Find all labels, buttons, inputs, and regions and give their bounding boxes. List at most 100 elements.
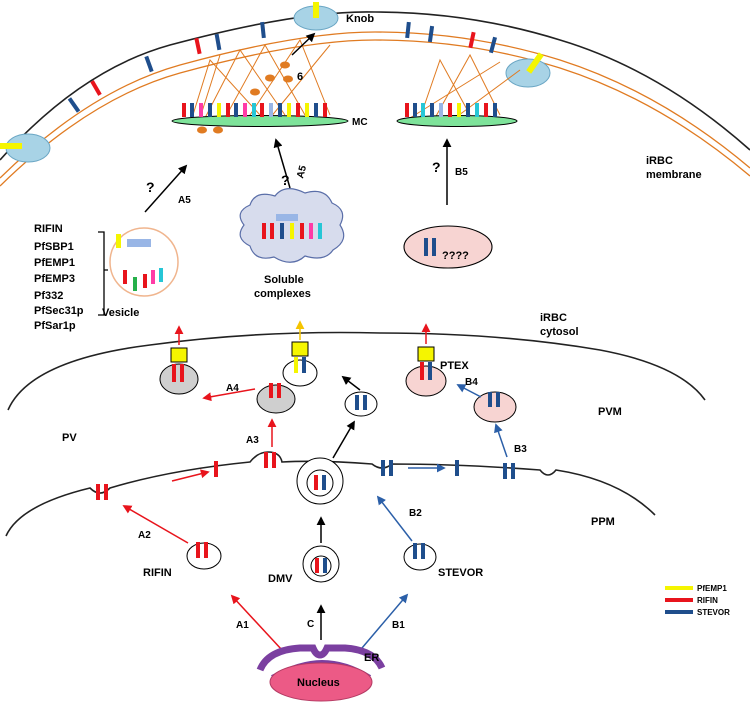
pvm-membrane [7,331,706,411]
er-label: ER [364,652,379,664]
legend-swatch-pfemp1 [665,586,693,590]
irbc-membrane-label-2: membrane [646,169,702,181]
knob-right [505,52,551,88]
soluble-label-2: complexes [254,288,311,300]
ppm-rifin [272,452,276,468]
dmv-label: DMV [268,573,293,585]
pv-label: PV [62,432,77,444]
protein-list-item: RIFIN [34,223,63,235]
irbc-cytosol-label-1: iRBC [540,312,567,324]
cytoskeleton-line-2 [0,39,750,187]
ppm-stevor [455,460,459,476]
ppm-rifin [214,461,218,477]
arrow-b4 [456,384,482,398]
arrow-to-center-ptex [341,375,361,391]
arrow-a4 [202,388,256,402]
ptex-label: PTEX [440,360,469,372]
arrow-ppm-to-pv [332,420,355,459]
protein-list: RIFIN PfSBP1 PfEMP1 PfEMP3 Pf332 PfSec31… [34,223,108,332]
ptex-complex-center [282,341,318,387]
pfemp1-transit-dot [283,75,293,83]
knob-top [293,2,339,31]
ppm-stevor [511,463,515,479]
mc-label: MC [352,117,368,128]
legend-label-rifin: RIFIN [697,596,718,605]
unknown-complex [403,225,493,269]
ppm-stevor [503,463,507,479]
cytoskeleton-line-1 [0,31,750,179]
pvm-label: PVM [598,406,622,418]
irbc-membrane-label-1: iRBC [646,155,673,167]
arrow-b1 [361,593,409,649]
a5-label: A5 [178,195,191,206]
arrow-a5-soluble [273,138,291,189]
stevor-vesicle [403,543,437,571]
arrow-to-knob [291,32,316,56]
vesicle [109,227,179,297]
question-mark: ? [146,179,155,195]
pfemp1-transit-dot [250,88,260,96]
rifin-vesicle [186,542,222,570]
protein-list-item: PfEMP3 [34,273,75,285]
protein-list-item: PfSec31p [34,305,84,317]
ptex-complex-right [405,346,447,397]
maurers-cleft-left [171,103,349,134]
nucleus [269,662,373,702]
ppm-rifin [264,452,268,468]
ppm-stevor [381,460,385,476]
legend: PfEMP1 RIFIN STEVOR [665,584,730,617]
membrane-proteins [67,21,498,113]
protein-list-item: PfSar1p [34,320,76,332]
a4-label: A4 [226,383,239,394]
pfemp1-transit-dot [280,61,290,69]
arrow-b2 [376,495,413,542]
maurers-cleft-right [396,103,518,127]
protein-list-item: PfEMP1 [34,257,75,269]
dmv-vesicle [302,545,340,583]
vesicle-label: Vesicle [102,307,139,319]
pink-vesicle-b4 [473,391,517,423]
rifin-label: RIFIN [143,567,172,579]
list-bracket [98,231,108,316]
step-6-label: 6 [297,71,303,83]
b3-label: B3 [514,444,527,455]
protein-list-item: Pf332 [34,290,63,302]
arrow-ppm-red [171,469,210,482]
legend-label-pfemp1: PfEMP1 [697,584,727,593]
knob-label: Knob [346,13,374,25]
b1-label: B1 [392,620,405,631]
question-mark: ? [281,172,290,188]
arrow-a2 [122,505,189,544]
question-mark: ? [432,159,441,175]
ppm-rifin [96,484,100,500]
b4-label: B4 [465,377,478,388]
center-pv-vesicle [344,391,378,417]
arrow-a5-vesicle [144,164,188,213]
arrow-a1 [230,594,283,651]
ppm-label: PPM [591,516,615,528]
c-label: C [307,619,314,630]
irbc-cytosol-label-2: cytosol [540,326,579,338]
nucleus-label: Nucleus [297,677,340,689]
stevor-label: STEVOR [438,567,483,579]
ppm-stevor [389,460,393,476]
unknown-label: ???? [442,250,469,262]
ppm-rifin [104,484,108,500]
pfemp1-transit-dot [265,74,275,82]
legend-swatch-rifin [665,598,693,602]
a5b-label: A5 [295,164,309,180]
grey-vesicle-a4 [256,383,296,414]
a3-label: A3 [246,435,259,446]
ptex-complex-left [159,347,199,395]
legend-swatch-stevor [665,610,693,614]
soluble-label-1: Soluble [264,274,304,286]
irbc-membrane-outer [0,11,750,161]
ppm-double-vesicle [296,457,344,505]
b5-label: B5 [455,167,468,178]
a1-label: A1 [236,620,249,631]
b2-label: B2 [409,508,422,519]
ppm-membrane [5,451,656,537]
soluble-complexes [239,188,345,263]
mc-tethers [191,38,521,119]
